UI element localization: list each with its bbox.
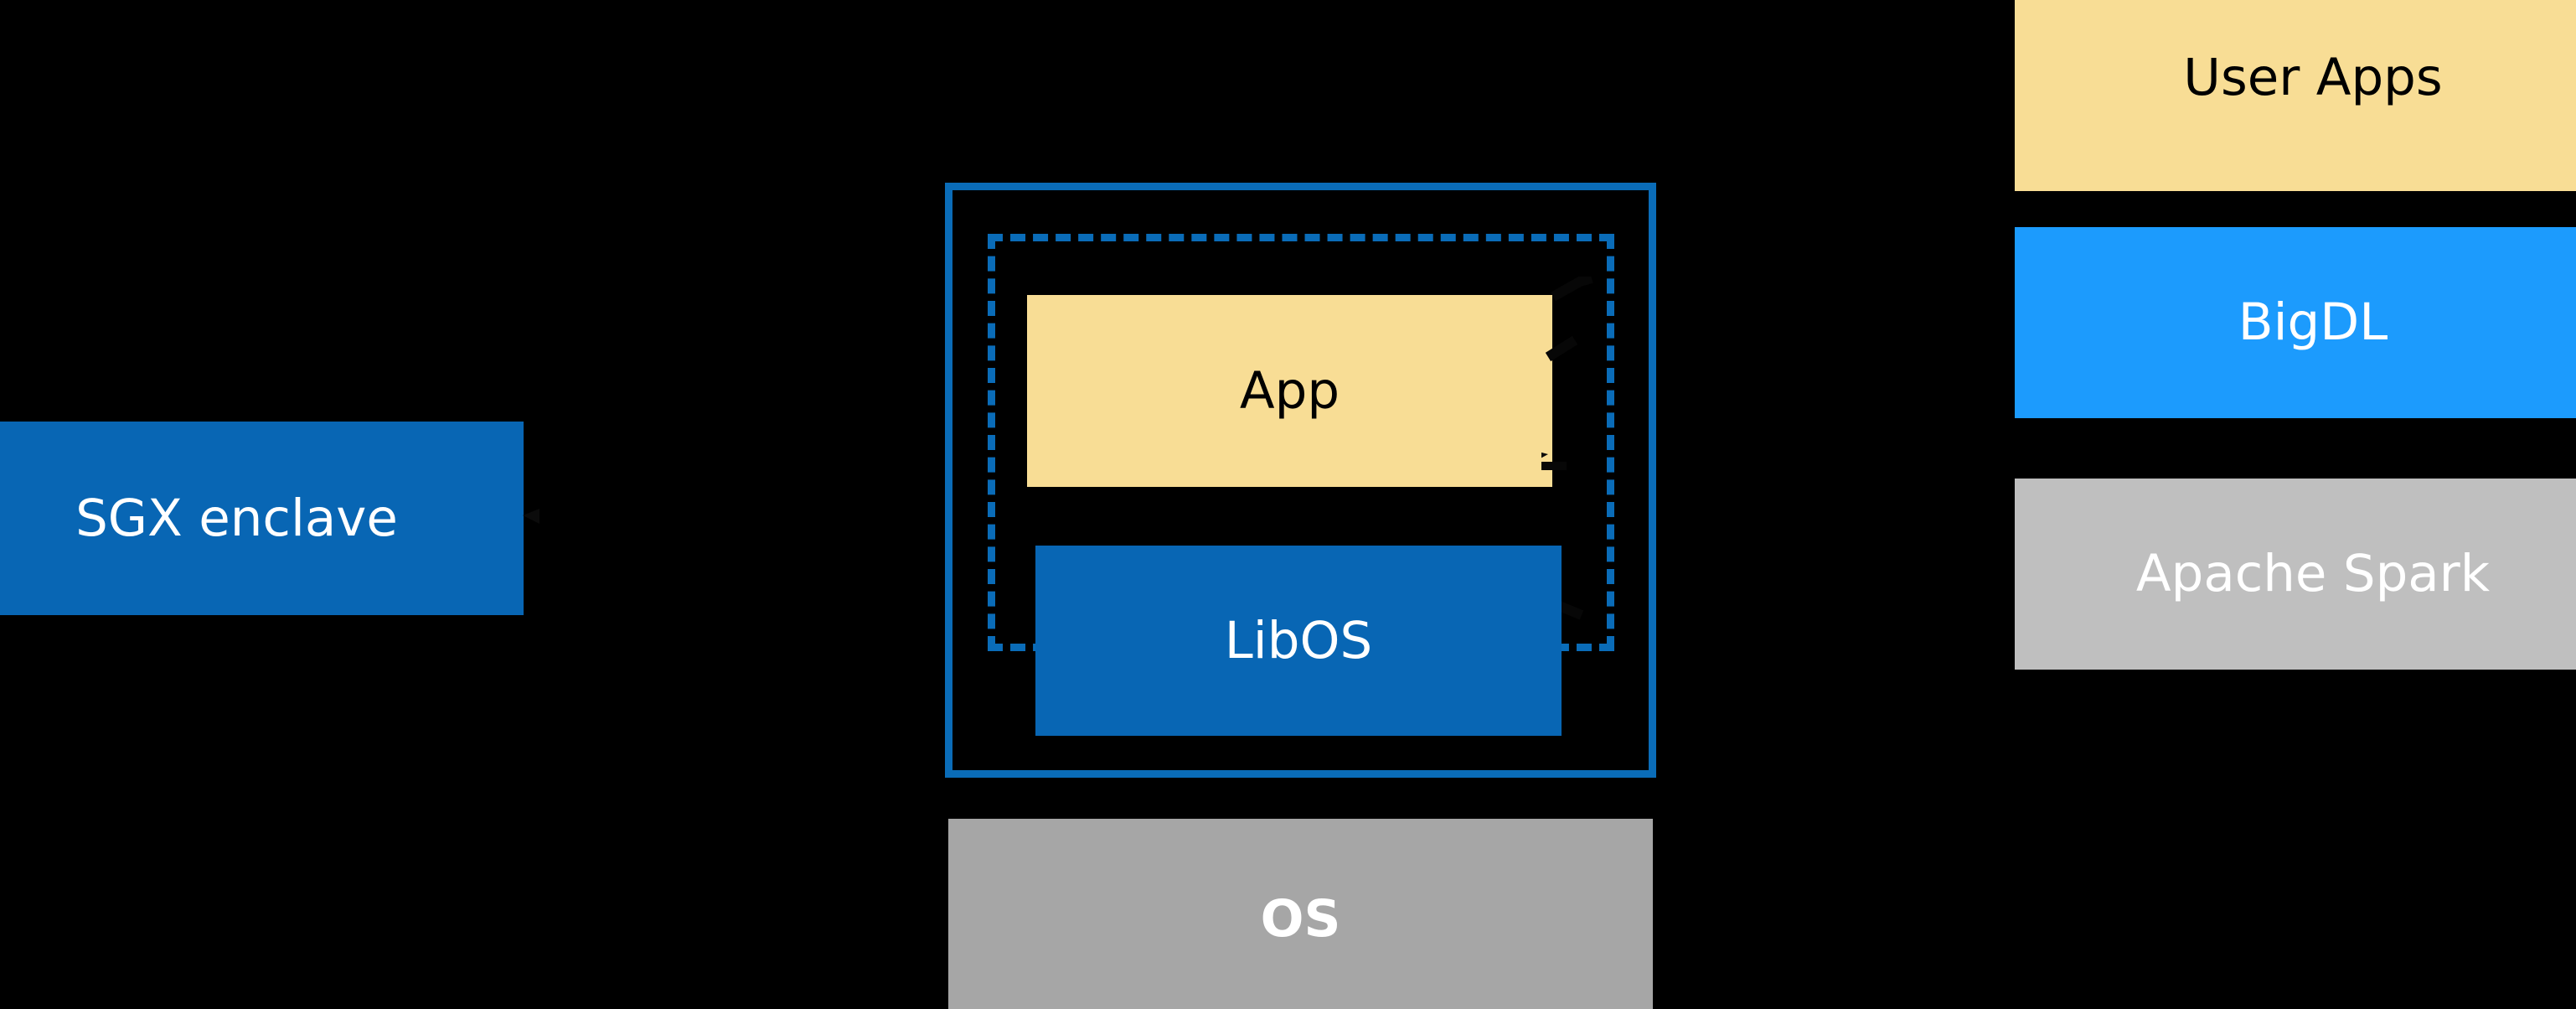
apache-spark-box: Apache Spark xyxy=(2015,479,2576,670)
apache-spark-label: Apache Spark xyxy=(2135,544,2491,604)
os-box: OS xyxy=(948,819,1653,1009)
sgx-enclave-box: SGX enclave xyxy=(0,422,524,615)
app-box: App xyxy=(1027,295,1552,487)
libos-box: LibOS xyxy=(1035,546,1562,736)
enclave-container-outline xyxy=(945,183,1656,778)
bigdl-box: BigDL xyxy=(2015,227,2576,418)
user-apps-box: User Apps xyxy=(2015,0,2576,191)
bigdl-label: BigDL xyxy=(2238,292,2388,353)
app-label: App xyxy=(1239,360,1340,421)
user-apps-label: User Apps xyxy=(2183,48,2443,108)
libos-label: LibOS xyxy=(1224,610,1373,670)
os-label: OS xyxy=(1260,889,1341,949)
sgx-enclave-label: SGX enclave xyxy=(75,488,398,548)
